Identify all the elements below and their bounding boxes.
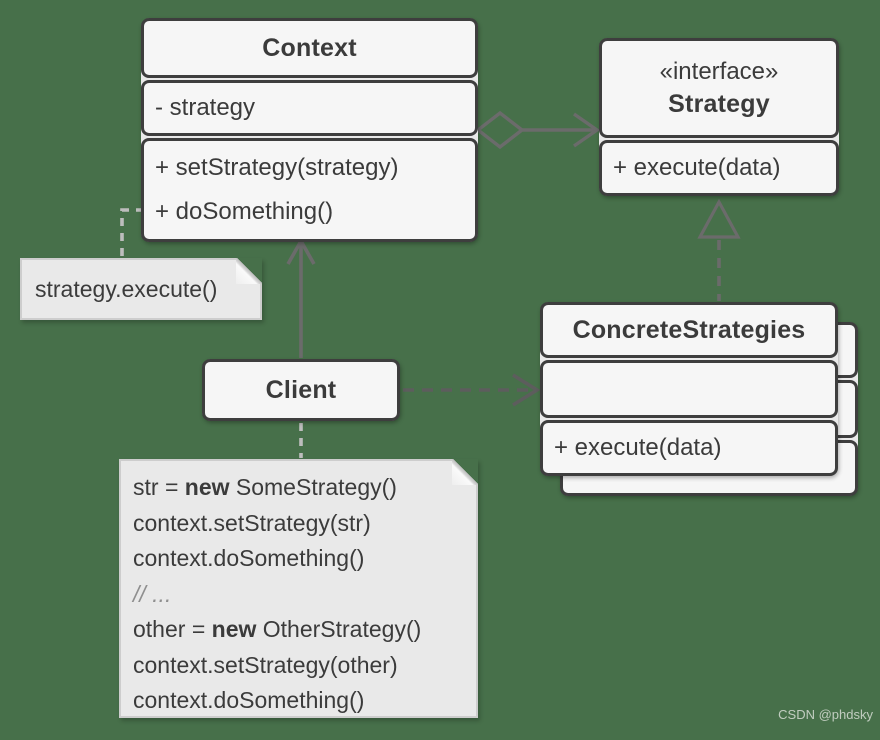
context-title: Context xyxy=(262,33,357,62)
context-title-compartment: Context xyxy=(141,18,478,78)
client-title-compartment: Client xyxy=(202,359,400,421)
client-title: Client xyxy=(265,375,337,404)
strategy-stereotype: «interface» xyxy=(659,57,779,85)
strategy-title: Strategy xyxy=(668,89,770,118)
code-line: context.setStrategy(str) xyxy=(133,509,371,536)
dependency-client-concrete xyxy=(403,373,541,407)
code-line: str = new SomeStrategy() xyxy=(133,474,397,500)
uml-class-strategy: «interface» Strategy + execute(data) xyxy=(599,38,839,196)
context-field: - strategy xyxy=(155,94,256,121)
strategy-title-compartment: «interface» Strategy xyxy=(599,38,839,138)
note-fold-icon xyxy=(452,459,478,485)
realization-triangle-icon xyxy=(697,198,741,239)
open-arrowhead-icon xyxy=(512,373,541,407)
context-field-compartment: - strategy xyxy=(141,80,478,136)
concrete-method-compartment: + execute(data) xyxy=(540,420,838,476)
strategy-method-execute: + execute(data) xyxy=(613,154,781,181)
strategy-method-compartment: + execute(data) xyxy=(599,140,839,196)
code-line: other = new OtherStrategy() xyxy=(133,616,422,642)
association-client-context xyxy=(286,237,316,358)
uml-class-client: Client xyxy=(202,359,400,421)
code-line-comment: // ... xyxy=(133,580,172,607)
context-method-dosomething: + doSomething() xyxy=(155,198,334,225)
code-line: context.doSomething() xyxy=(133,687,365,713)
concrete-title-compartment: ConcreteStrategies xyxy=(540,302,838,358)
note-client-code: str = new SomeStrategy() context.setStra… xyxy=(119,459,478,718)
note-fold-icon xyxy=(236,258,262,284)
realization-concrete-strategy xyxy=(697,198,741,301)
aggregation-context-strategy xyxy=(475,110,600,150)
code-line: context.setStrategy(other) xyxy=(133,651,398,678)
code-line: context.doSomething() xyxy=(133,545,365,571)
uml-class-context: Context - strategy + setStrategy(strateg… xyxy=(141,18,478,242)
concrete-method-execute: + execute(data) xyxy=(554,434,722,461)
watermark: CSDN @phdsky xyxy=(778,707,873,722)
note-strategy-execute-text: strategy.execute() xyxy=(35,275,218,302)
concrete-field-compartment xyxy=(540,360,838,418)
context-method-compartment: + setStrategy(strategy) + doSomething() xyxy=(141,138,478,242)
aggregation-diamond-icon xyxy=(475,110,525,150)
uml-class-concrete-strategies: ConcreteStrategies + execute(data) xyxy=(540,302,838,476)
note-strategy-execute: strategy.execute() xyxy=(20,258,262,320)
open-arrowhead-icon xyxy=(573,112,600,148)
concrete-title: ConcreteStrategies xyxy=(572,315,806,344)
open-arrowhead-icon xyxy=(286,237,316,265)
context-method-setstrategy: + setStrategy(strategy) xyxy=(155,154,399,181)
